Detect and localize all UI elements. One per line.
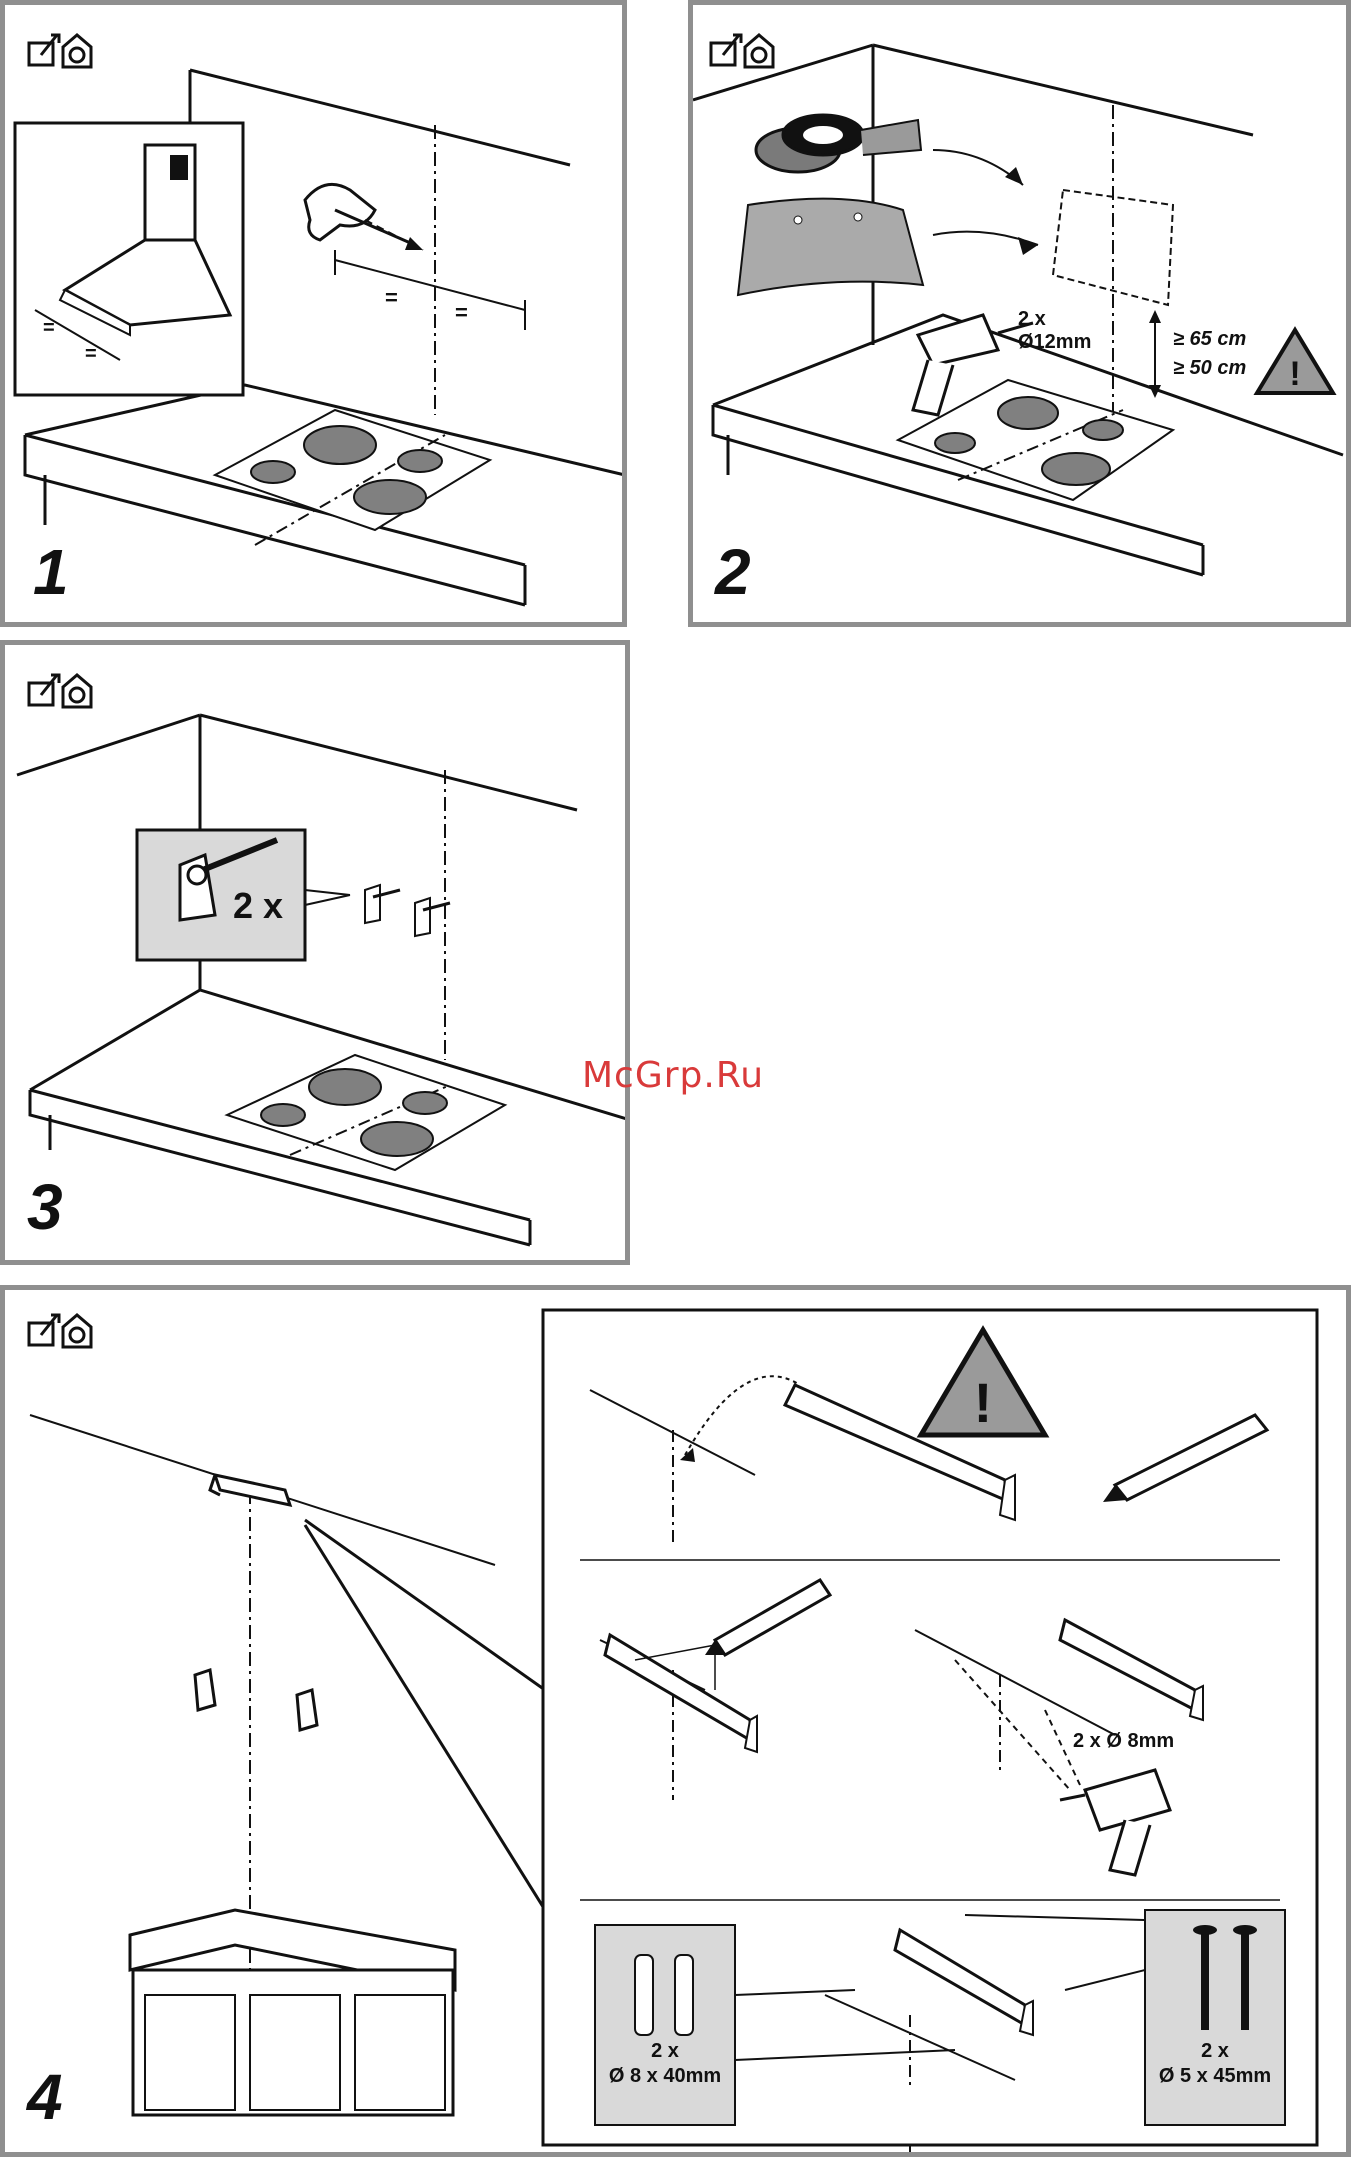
burner [261,1104,305,1126]
drill-label: 2 x Ø 8mm [1073,1730,1174,1753]
installer-icon [711,35,741,65]
house-tool-icon [745,35,773,67]
hook-icon [365,885,400,923]
step-number: 3 [27,1170,63,1244]
equal-mark: = [85,343,97,366]
burner [398,450,442,472]
template-sheet-icon [738,199,923,295]
step-3-panel: 2 x 3 [0,640,630,1265]
height-gas: ≥ 65 cm [1173,328,1246,351]
step-number: 4 [27,2060,63,2134]
burner [354,480,426,514]
installer-icon [29,1315,59,1345]
drill-count: 2 x [1018,308,1046,331]
equal-mark: = [43,317,55,340]
plugs-size: Ø 8 x 40mm [595,2065,735,2088]
equal-mark: = [455,300,468,326]
installer-icon [29,35,59,65]
screws-inset [1145,1910,1285,2125]
house-tool-icon [63,1315,91,1347]
burner [998,397,1058,429]
step-4-illustration: ! [5,1290,1351,2157]
burner [251,461,295,483]
svg-text:!: ! [974,1371,993,1434]
warning-icon: ! [1257,330,1333,393]
step-number: 1 [33,535,69,609]
wall-plugs-inset [595,1925,735,2125]
drill-size: Ø12mm [1018,331,1091,354]
hook-icon [297,1690,317,1730]
height-electric: ≥ 50 cm [1173,357,1246,380]
installer-icon [29,675,59,705]
equal-mark: = [385,285,398,311]
step-number: 2 [715,535,751,609]
hook-icon [195,1670,215,1710]
house-tool-icon [63,675,91,707]
screws-size: Ø 5 x 45mm [1145,2065,1285,2088]
burner [1042,453,1110,485]
burner [935,433,975,453]
tape-icon [756,115,921,172]
burner [403,1092,447,1114]
step-1-illustration [5,5,627,627]
hand-marking-icon [305,184,415,245]
watermark: McGrp.Ru [582,1055,764,1096]
step-4-panel: ! 2 x Ø 8mm 2 x Ø 8 x 40mm 2 x Ø 5 x 45m… [0,1285,1351,2157]
step-3-illustration [5,645,630,1265]
burner [304,426,376,464]
burner [309,1069,381,1105]
plugs-count: 2 x [595,2040,735,2063]
svg-text:!: ! [1289,355,1300,393]
step-1-panel: = = = = 1 [0,0,627,627]
burner [1083,420,1123,440]
screws-count: 2 x [1145,2040,1285,2063]
step-2-panel: ! 2 x Ø12mm ≥ 65 cm ≥ 50 cm 2 [688,0,1351,627]
hook-count: 2 x [233,885,283,927]
house-tool-icon [63,35,91,67]
cabinet-icon [130,1910,455,2115]
burner [361,1122,433,1156]
